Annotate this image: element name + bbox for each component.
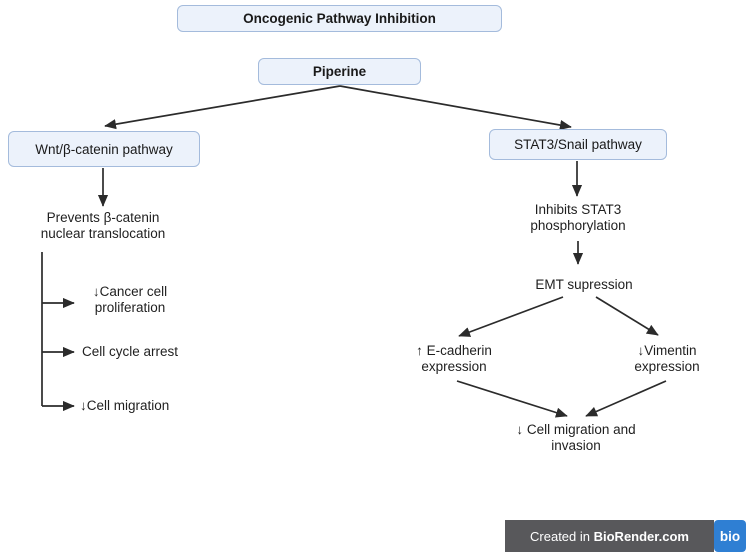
stat3-mechanism-label: Inhibits STAT3 phosphorylation xyxy=(530,202,626,233)
connector-vimentin-to-outcome xyxy=(585,380,667,417)
biorender-brand-text: BioRender.com xyxy=(593,528,689,544)
connector-emt-to-ecadherin xyxy=(458,296,564,337)
connector-piperine-to-stat3 xyxy=(339,85,572,131)
biorender-logo-icon: bio xyxy=(714,520,746,552)
stat3-pathway-box: STAT3/Snail pathway xyxy=(489,129,667,160)
piperine-box: Piperine xyxy=(258,58,421,85)
biorender-badge: Created in BioRender.com bio xyxy=(505,520,746,552)
emt-suppression-label: EMT supression xyxy=(535,277,633,292)
ecadherin-label: ↑ E-cadherin expression xyxy=(416,343,492,374)
connector-piperine-to-wnt xyxy=(104,85,341,130)
wnt-outcome-proliferation: ↓Cancer cell proliferation xyxy=(92,284,168,315)
wnt-mechanism-label: Prevents β-catenin nuclear translocation xyxy=(40,210,166,241)
connector-emt-to-vimentin xyxy=(595,296,659,336)
wnt-outcome-migration: ↓Cell migration xyxy=(80,398,170,413)
created-in-text: Created in xyxy=(530,528,594,544)
biorender-credit: Created in BioRender.com xyxy=(505,520,714,552)
title-box: Oncogenic Pathway Inhibition xyxy=(177,5,502,32)
wnt-pathway-box: Wnt/β-catenin pathway xyxy=(8,131,200,167)
wnt-outcome-cycle-arrest: Cell cycle arrest xyxy=(82,344,179,359)
connector-ecadherin-to-outcome xyxy=(456,380,568,418)
vimentin-label: ↓Vimentin expression xyxy=(634,343,700,374)
stat3-outcome-label: ↓ Cell migration and invasion xyxy=(516,422,636,453)
